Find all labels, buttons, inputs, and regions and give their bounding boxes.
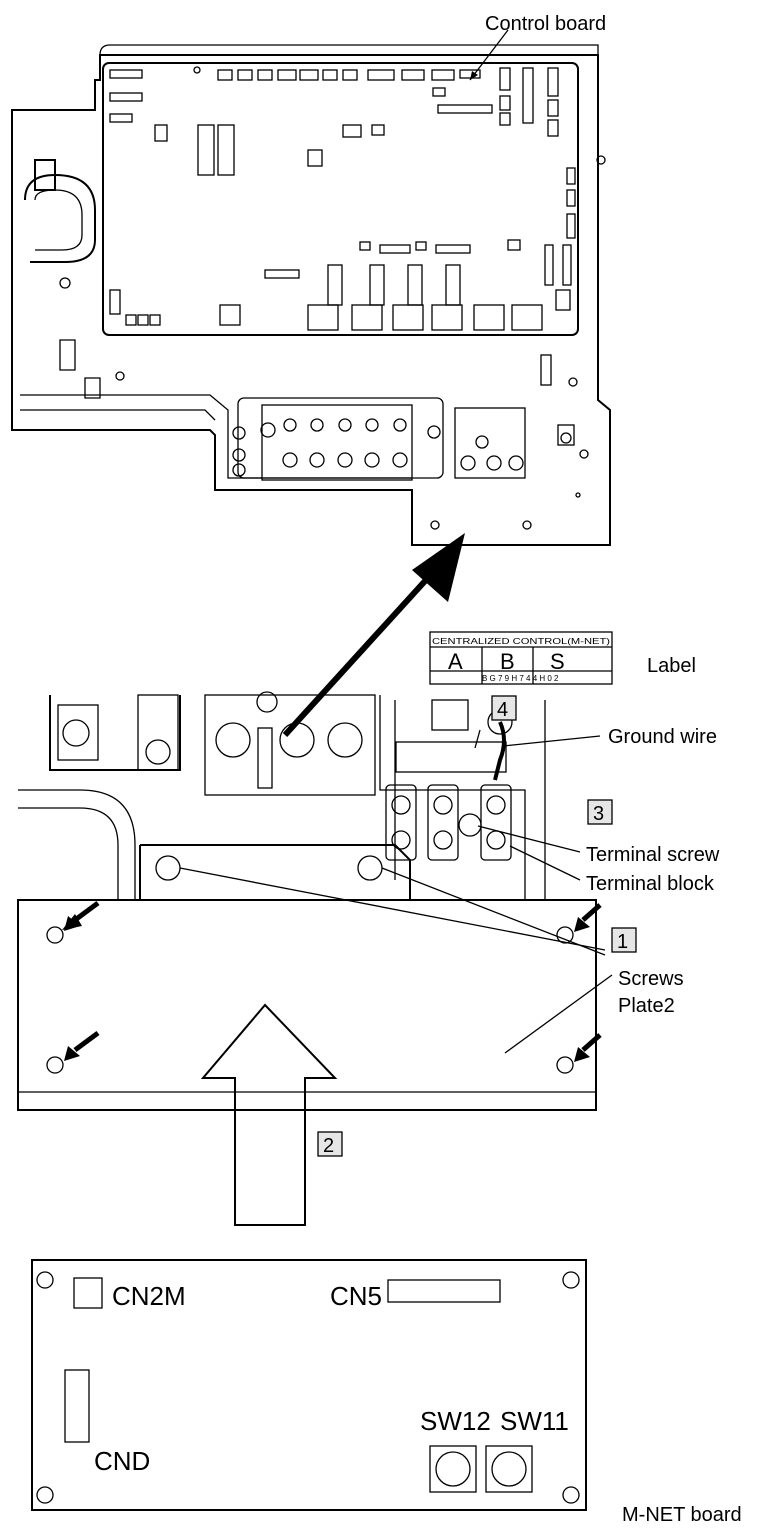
svg-text:SW11: SW11: [500, 1406, 569, 1436]
svg-text:A: A: [448, 649, 463, 674]
direction-arrow: [282, 533, 465, 738]
screws-callout: Screws: [618, 968, 684, 990]
svg-text:4: 4: [497, 699, 508, 721]
svg-text:CENTRALIZED CONTROL(M-NET): CENTRALIZED CONTROL(M-NET): [432, 637, 610, 646]
step-2-badge: 2: [317, 1131, 343, 1157]
unit-top-view: [11, 29, 611, 546]
plate2-callout: Plate2: [618, 995, 675, 1017]
m-net-label-plate: CENTRALIZED CONTROL(M-NET) A B S B G 7 9…: [429, 631, 613, 685]
ground-wire-callout: Ground wire: [608, 726, 717, 748]
terminal-screw-callout: Terminal screw: [586, 844, 720, 866]
m-net-board: CN2M CN5 CND SW12 SW11: [31, 1259, 587, 1511]
svg-text:2: 2: [323, 1135, 334, 1157]
control-board: [102, 62, 579, 336]
control-board-label: Control board: [485, 13, 606, 35]
svg-text:SW12: SW12: [420, 1406, 491, 1436]
svg-text:1: 1: [617, 931, 628, 953]
svg-text:S: S: [550, 649, 565, 674]
sw12-switch[interactable]: [429, 1445, 477, 1493]
zoomed-terminal-area: [17, 691, 613, 1226]
svg-text:CN2M: CN2M: [112, 1281, 186, 1311]
plate2: [17, 899, 597, 1111]
terminal-block-callout: Terminal block: [586, 873, 715, 895]
svg-text:B G 7 9 H 7 4 4 H 0 2: B G 7 9 H 7 4 4 H 0 2: [482, 674, 559, 683]
step-1-badge: 1: [611, 927, 637, 953]
sw11-switch[interactable]: [485, 1445, 533, 1493]
cn5-connector: [387, 1279, 501, 1303]
svg-text:CN5: CN5: [330, 1281, 382, 1311]
step-3-badge: 3: [587, 799, 613, 825]
insert-arrow: [200, 1003, 338, 1226]
label-callout: Label: [647, 655, 696, 677]
svg-text:3: 3: [593, 803, 604, 825]
m-net-board-label: M-NET board: [622, 1504, 742, 1526]
step-4-badge: 4: [491, 695, 517, 721]
cnd-connector: [64, 1369, 90, 1443]
cn2m-connector: [73, 1277, 103, 1309]
svg-text:B: B: [500, 649, 515, 674]
svg-text:CND: CND: [94, 1446, 150, 1476]
